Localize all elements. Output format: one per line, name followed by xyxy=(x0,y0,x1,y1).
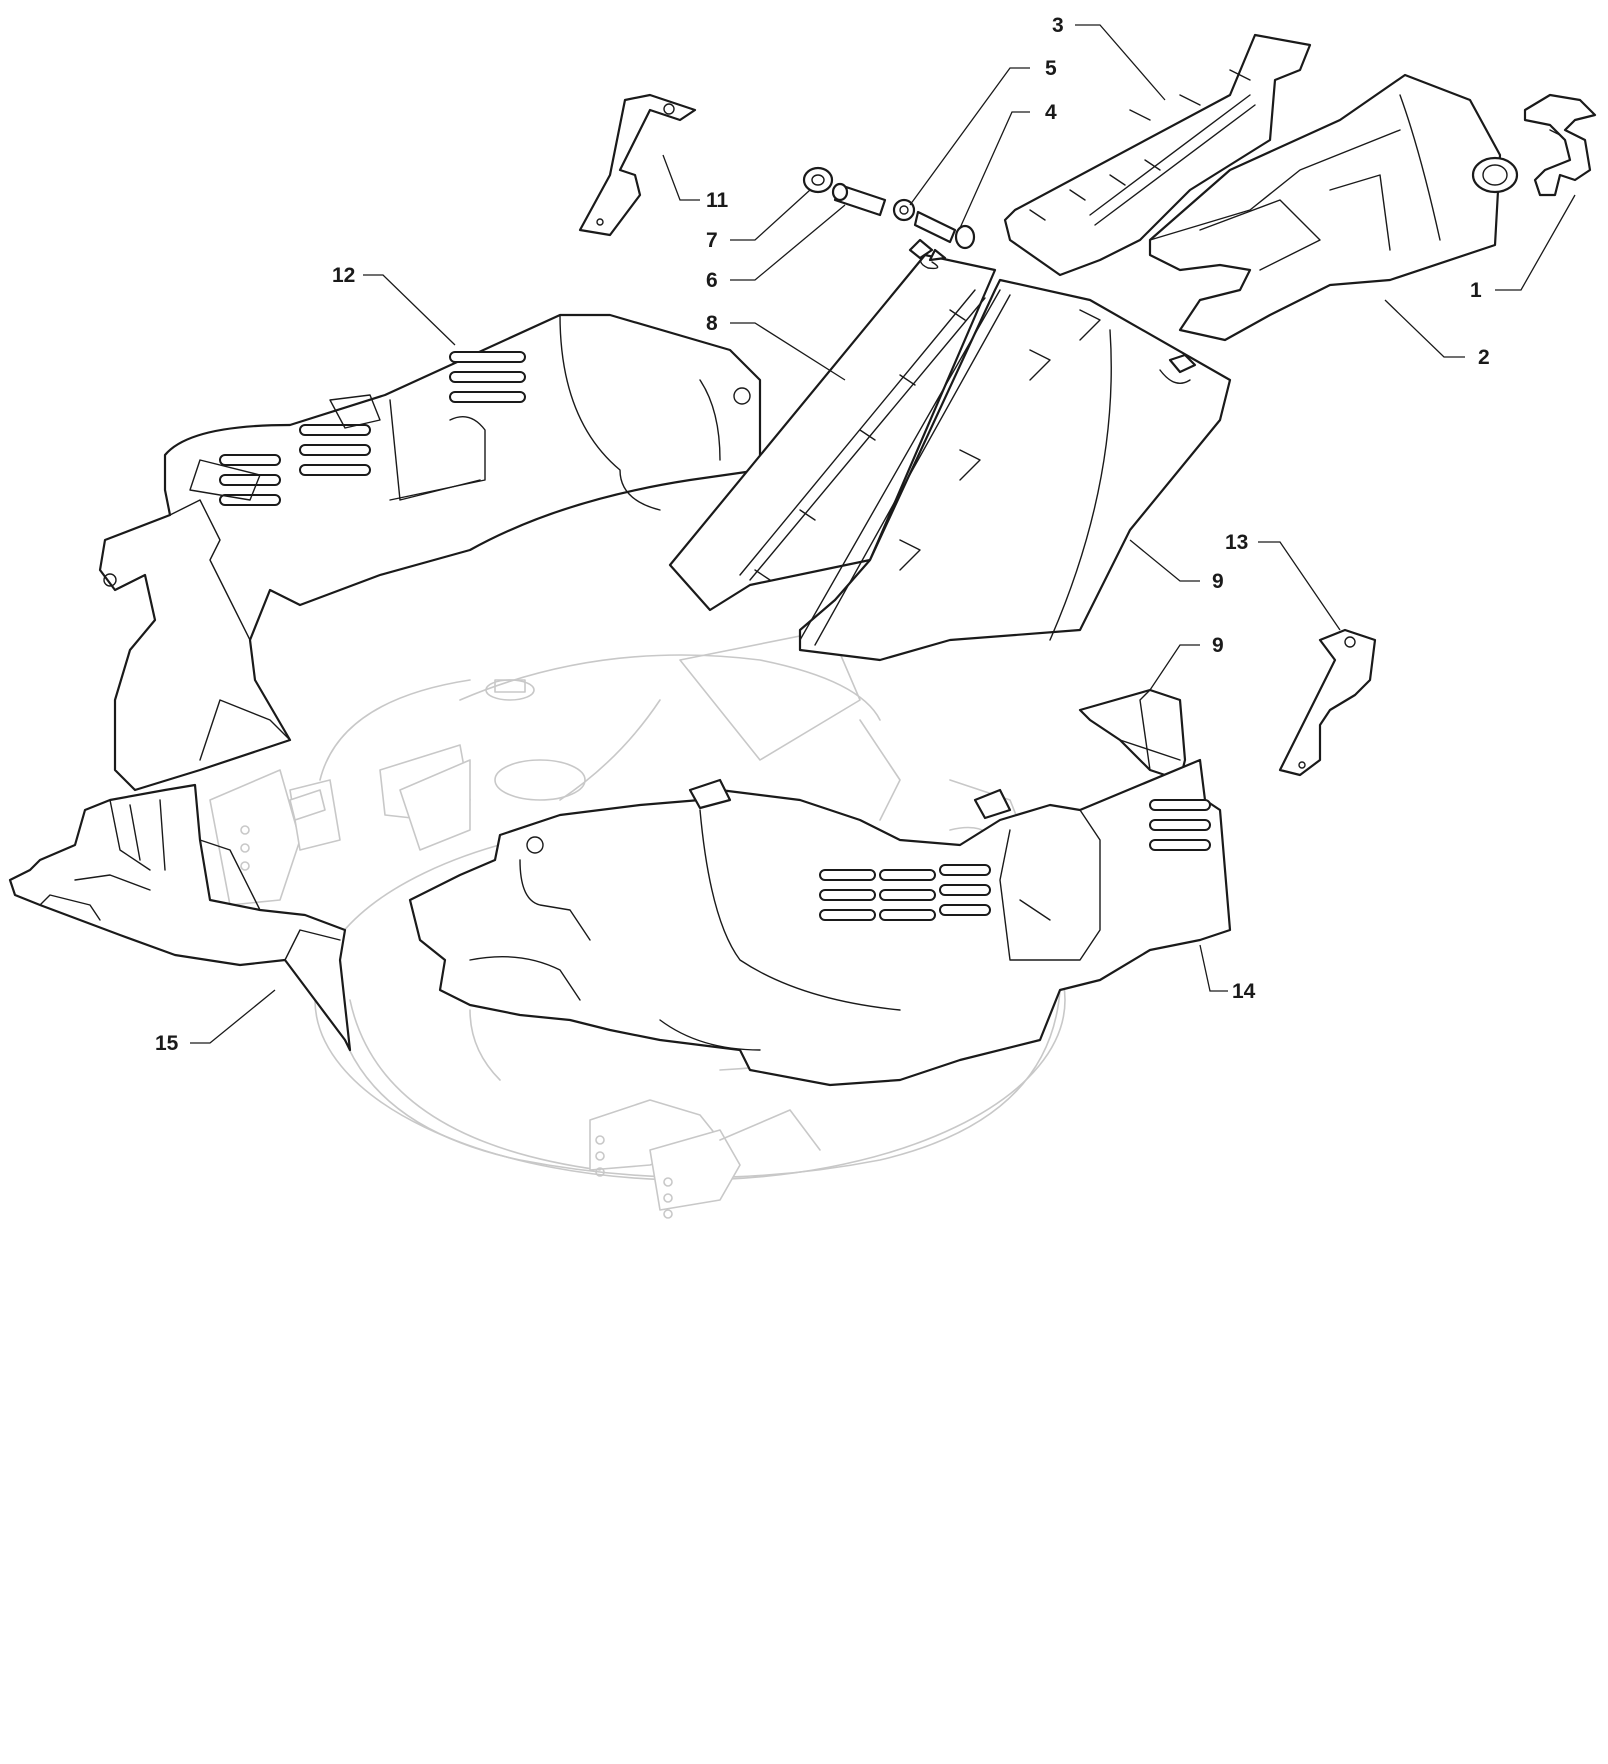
callout-9-upper: 9 xyxy=(1212,570,1224,593)
part-9-lower-bracket xyxy=(1078,688,1187,782)
leader-lines xyxy=(190,24,1576,1044)
part-3-upper-flap xyxy=(1003,33,1312,277)
callout-8: 8 xyxy=(706,312,718,335)
callout-11: 11 xyxy=(706,189,729,212)
callout-9-lower: 9 xyxy=(1212,634,1224,657)
callout-12: 12 xyxy=(332,264,355,287)
callout-4: 4 xyxy=(1045,101,1057,124)
callout-labels: 1 2 3 5 4 11 7 6 12 8 13 9 9 14 15 xyxy=(155,14,1490,1055)
part-5-washer xyxy=(892,198,916,222)
callout-3: 3 xyxy=(1052,14,1064,37)
part-11-bracket xyxy=(578,93,697,237)
part-7-nut xyxy=(802,166,834,194)
part-13-bracket xyxy=(1278,628,1377,777)
callout-15: 15 xyxy=(155,1032,179,1055)
part-4-bolt xyxy=(913,210,976,250)
part-15-left-chute xyxy=(8,783,352,1052)
part-6-spacer xyxy=(831,182,887,217)
callout-2: 2 xyxy=(1478,346,1490,369)
callout-14: 14 xyxy=(1232,980,1256,1003)
ghost-mower-deck xyxy=(165,629,1066,1219)
callout-6: 6 xyxy=(706,269,718,292)
part-1-clip xyxy=(1523,93,1597,197)
callout-13: 13 xyxy=(1225,531,1248,554)
part-2-rear-chute xyxy=(1148,73,1519,342)
callout-5: 5 xyxy=(1045,57,1057,80)
part-12-left-housing xyxy=(98,313,762,792)
part-14-right-housing xyxy=(408,758,1232,1087)
callout-7: 7 xyxy=(706,229,718,252)
part-9-main-chute xyxy=(798,238,1232,662)
callout-1: 1 xyxy=(1470,279,1482,302)
